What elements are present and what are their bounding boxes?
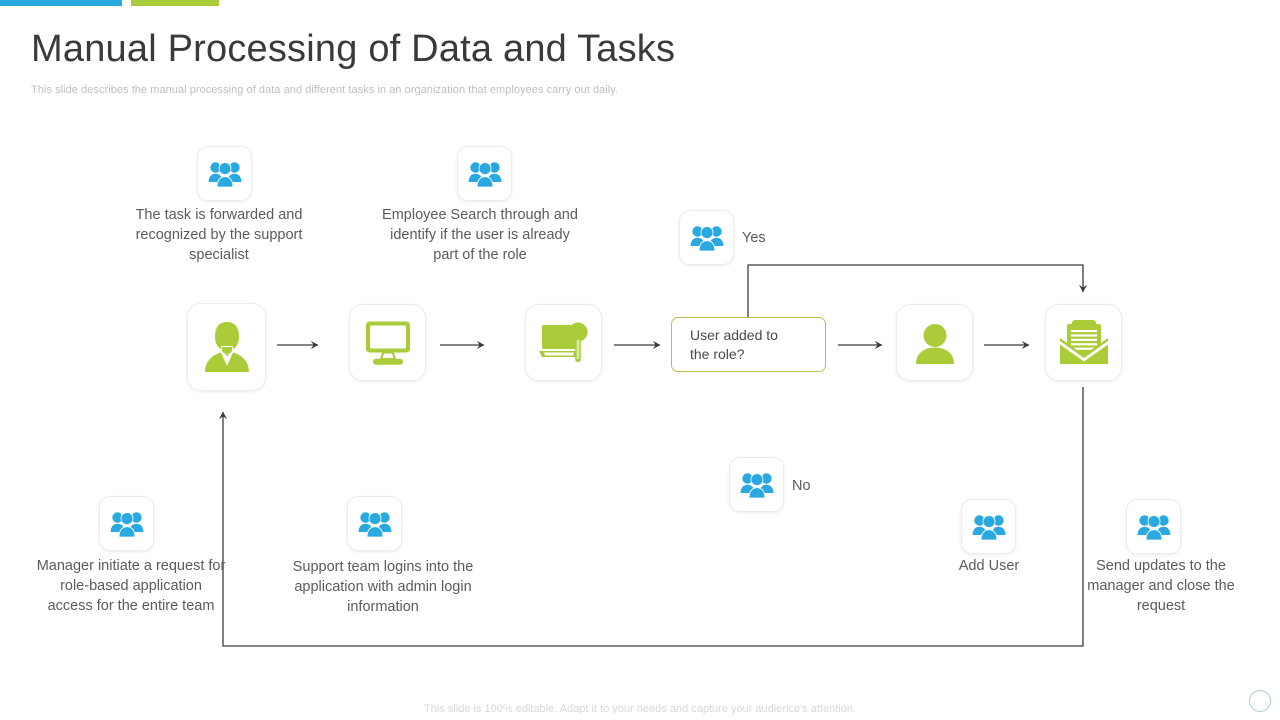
document-envelope-icon [1059, 319, 1108, 364]
tile-send-updates[interactable] [1126, 499, 1181, 554]
footer-note: This slide is 100% editable. Adapt it to… [424, 703, 856, 715]
caption-support-team-login: Support team logins into the application… [292, 559, 474, 615]
caption-manager-initiate: Manager initiate a request for role-base… [36, 558, 226, 614]
tile-user-profile[interactable] [896, 304, 973, 381]
decision-box-user-added[interactable]: User added to the role? [671, 317, 826, 372]
tile-support-specialist[interactable] [187, 303, 266, 391]
tile-task-forwarded[interactable] [197, 146, 252, 201]
people-icon [690, 225, 723, 251]
caption-employee-search: Employee Search through and identify if … [382, 207, 578, 263]
page-subtitle: This slide describes the manual processi… [31, 84, 619, 96]
tile-branch-no[interactable] [729, 457, 784, 512]
laptop-search-icon [538, 322, 587, 362]
people-icon [208, 161, 241, 187]
tile-add-user[interactable] [961, 499, 1016, 554]
people-icon [358, 511, 391, 537]
tile-employee-search-laptop[interactable] [525, 304, 602, 381]
page-title: Manual Processing of Data and Tasks [31, 28, 676, 70]
caption-task-forwarded: The task is forwarded and recognized by … [135, 207, 303, 263]
people-icon [972, 514, 1005, 540]
tile-application-desktop[interactable] [349, 304, 426, 381]
monitor-icon [365, 321, 410, 365]
decision-text-line1: User added to [690, 327, 778, 343]
tile-employee-search[interactable] [457, 146, 512, 201]
businesswoman-icon [204, 322, 249, 372]
people-icon [1137, 514, 1170, 540]
caption-add-user: Add User [958, 558, 1020, 574]
caption-send-updates: Send updates to the manager and close th… [1087, 558, 1235, 614]
accent-bar-blue [0, 0, 122, 6]
tile-support-team-login[interactable] [347, 496, 402, 551]
decision-text-line2: the role? [690, 346, 745, 362]
people-icon [468, 161, 501, 187]
user-icon [915, 323, 954, 364]
corner-circle-decoration [1249, 690, 1271, 712]
tile-branch-yes[interactable] [679, 210, 734, 265]
tile-document-envelope[interactable] [1045, 304, 1122, 381]
people-icon [110, 511, 143, 537]
people-icon [740, 472, 773, 498]
tile-manager-initiate[interactable] [99, 496, 154, 551]
label-branch-no: No [792, 478, 811, 494]
accent-bar-green [131, 0, 219, 6]
label-branch-yes: Yes [742, 230, 766, 246]
